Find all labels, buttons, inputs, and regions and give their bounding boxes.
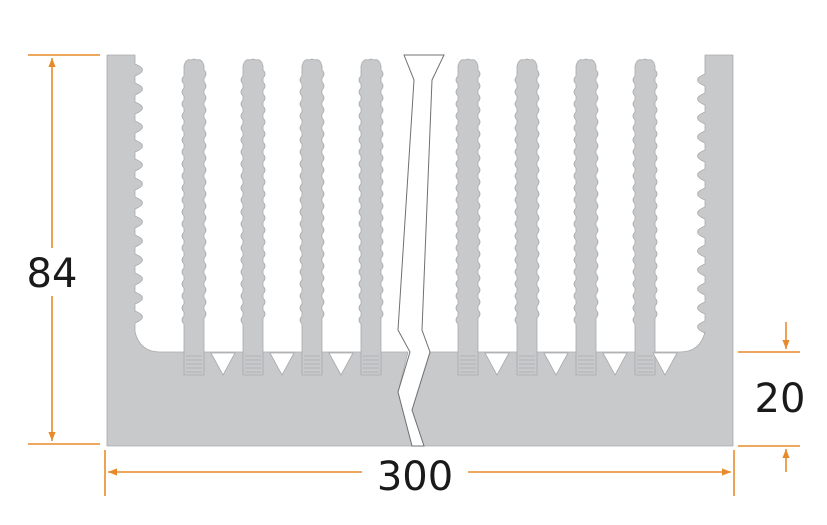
base-thickness-label: 20 — [755, 376, 806, 422]
fin — [240, 58, 266, 376]
width-label: 300 — [377, 454, 453, 500]
fin — [358, 58, 384, 376]
height-label: 84 — [27, 251, 78, 297]
base-right-section — [411, 54, 734, 447]
base-groove — [269, 352, 295, 376]
fin — [455, 58, 481, 376]
heatsink-profile — [106, 54, 734, 447]
break-line — [397, 54, 445, 447]
fin — [181, 58, 207, 376]
fin — [514, 58, 540, 376]
base-groove — [210, 352, 236, 376]
fin — [573, 58, 599, 376]
base-groove — [328, 352, 354, 376]
fin — [632, 58, 658, 376]
base-groove — [543, 352, 569, 376]
dimension-lines — [28, 54, 800, 496]
base-groove — [484, 352, 510, 376]
base-groove — [602, 352, 628, 376]
base-groove — [652, 352, 678, 376]
fin — [299, 58, 325, 376]
